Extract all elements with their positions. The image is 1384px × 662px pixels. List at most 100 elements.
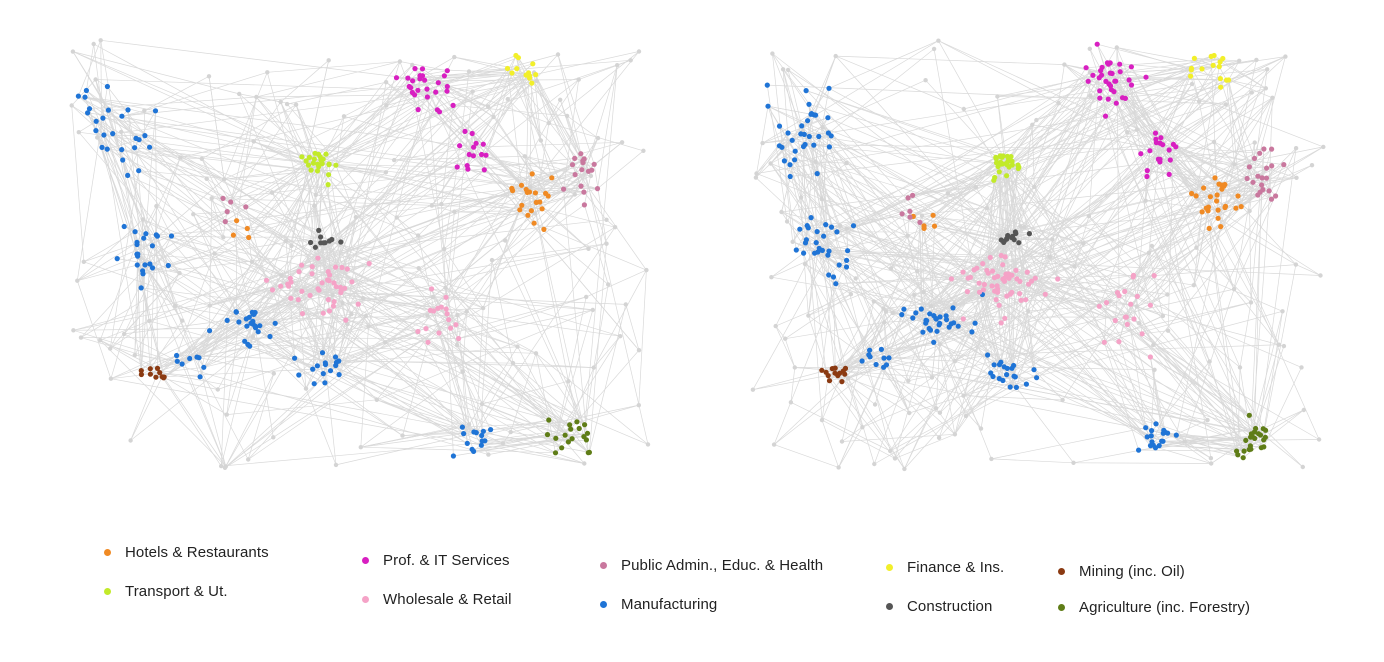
network-node xyxy=(998,237,1004,243)
network-edge xyxy=(155,330,210,378)
network-edge xyxy=(815,40,939,116)
network-edge xyxy=(1036,62,1108,121)
network-edge xyxy=(853,225,1250,450)
network-node-unclassified xyxy=(464,309,469,314)
network-edge xyxy=(801,117,829,127)
network-edge xyxy=(1118,341,1147,428)
network-edge xyxy=(106,148,136,232)
network-node-unclassified xyxy=(839,439,845,444)
network-edge xyxy=(1006,239,1028,273)
network-node xyxy=(913,310,919,316)
network-node-unclassified xyxy=(833,53,838,59)
network-edge xyxy=(1147,170,1216,179)
network-node xyxy=(996,169,1002,175)
network-node xyxy=(1104,60,1110,66)
network-node-unclassified xyxy=(361,296,366,301)
network-node xyxy=(553,435,559,441)
network-node-unclassified xyxy=(108,346,113,351)
network-edge xyxy=(368,310,434,327)
network-node xyxy=(1006,271,1012,277)
network-node xyxy=(584,430,591,436)
network-edge xyxy=(341,267,359,305)
network-node xyxy=(828,224,835,230)
network-node xyxy=(964,289,971,295)
network-node-unclassified xyxy=(172,303,178,309)
network-node-unclassified xyxy=(1125,130,1130,135)
network-edge xyxy=(817,132,829,253)
network-edge xyxy=(233,234,253,262)
network-edge xyxy=(980,372,992,429)
network-edge xyxy=(156,205,172,237)
network-node xyxy=(509,188,516,194)
network-edge xyxy=(130,376,163,441)
network-node xyxy=(578,151,584,157)
network-node-unclassified xyxy=(1281,343,1287,349)
network-edge xyxy=(1125,316,1143,335)
network-node-unclassified xyxy=(641,148,646,153)
network-node-unclassified xyxy=(973,184,978,190)
network-node xyxy=(1189,190,1195,197)
network-edge xyxy=(802,130,830,148)
network-node xyxy=(469,130,475,137)
network-node-unclassified xyxy=(636,49,642,54)
network-edge xyxy=(572,164,647,271)
network-node-unclassified xyxy=(753,175,759,180)
network-node-unclassified xyxy=(383,170,389,175)
network-edge xyxy=(248,169,312,238)
network-edge xyxy=(1226,80,1235,165)
network-edge xyxy=(822,127,976,188)
network-node-unclassified xyxy=(293,102,299,107)
network-node xyxy=(450,453,456,459)
network-edge xyxy=(822,250,982,429)
network-edge xyxy=(393,109,438,161)
network-node xyxy=(533,72,539,78)
network-edge xyxy=(805,144,1170,151)
network-node-unclassified xyxy=(937,410,943,415)
network-edge xyxy=(1010,274,1134,295)
network-node xyxy=(75,93,81,99)
network-node xyxy=(1097,95,1103,101)
network-edge xyxy=(1196,211,1203,248)
network-node xyxy=(478,442,484,448)
network-node xyxy=(1205,204,1212,210)
network-node-unclassified xyxy=(1254,57,1259,63)
network-edge xyxy=(427,315,590,453)
network-node xyxy=(883,362,890,368)
network-node-unclassified xyxy=(871,299,877,304)
network-edge xyxy=(141,91,436,371)
network-edge xyxy=(1029,71,1121,234)
network-node xyxy=(1235,193,1241,199)
network-edge xyxy=(1201,56,1286,70)
network-edge xyxy=(1111,89,1226,105)
network-edge xyxy=(471,133,485,170)
network-node xyxy=(465,166,471,172)
network-node-unclassified xyxy=(69,103,74,108)
network-edge xyxy=(1099,80,1115,92)
network-node xyxy=(1251,155,1258,161)
network-edge xyxy=(982,177,996,295)
network-edge xyxy=(1196,210,1250,248)
network-node-unclassified xyxy=(619,140,625,145)
network-node-unclassified xyxy=(1309,163,1315,168)
network-edge xyxy=(1096,44,1235,290)
network-node xyxy=(456,335,462,342)
network-node-unclassified xyxy=(1160,313,1166,319)
network-edge xyxy=(325,364,511,433)
network-node xyxy=(326,172,332,178)
network-node-unclassified xyxy=(1283,54,1288,59)
network-edge xyxy=(148,320,165,378)
network-edge xyxy=(77,255,138,282)
network-node-unclassified xyxy=(1270,95,1275,101)
network-edge xyxy=(1116,47,1214,66)
network-node xyxy=(326,278,332,284)
network-edge xyxy=(245,158,315,208)
network-edge xyxy=(1110,85,1261,436)
network-node xyxy=(946,324,952,330)
network-edge xyxy=(76,280,112,379)
network-node xyxy=(1149,439,1155,445)
network-node-unclassified xyxy=(750,387,756,392)
network-node xyxy=(581,156,587,162)
network-edge xyxy=(445,297,457,325)
network-node xyxy=(1098,68,1104,74)
network-edge xyxy=(145,233,169,266)
